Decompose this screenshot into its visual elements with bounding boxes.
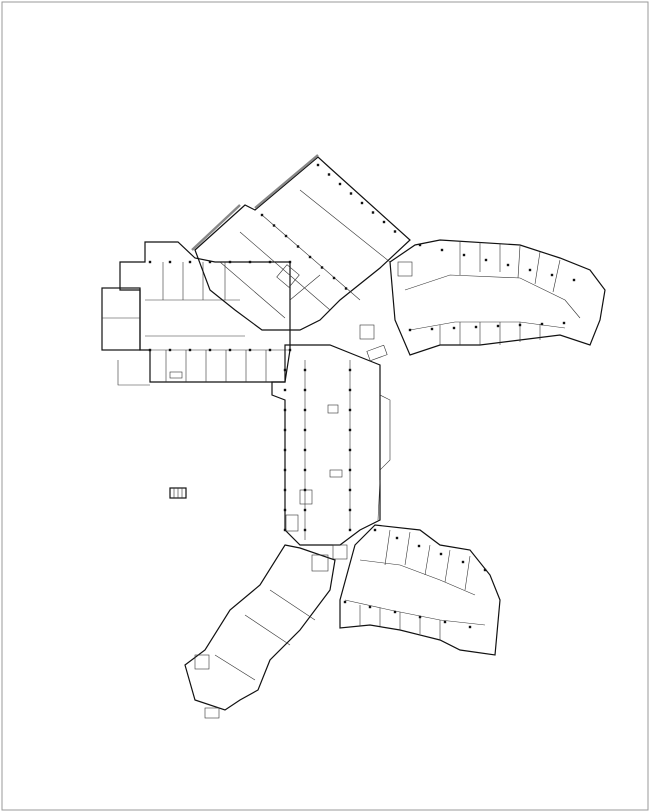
column bbox=[430, 327, 434, 331]
column bbox=[248, 348, 252, 352]
column bbox=[283, 388, 287, 392]
column bbox=[439, 552, 443, 556]
column bbox=[148, 348, 152, 352]
column bbox=[348, 468, 352, 472]
southeast-wing bbox=[332, 524, 501, 656]
column bbox=[373, 528, 377, 532]
column bbox=[348, 448, 352, 452]
column bbox=[474, 325, 478, 329]
column bbox=[283, 468, 287, 472]
column bbox=[338, 182, 342, 186]
column bbox=[348, 408, 352, 412]
column bbox=[332, 276, 336, 280]
column bbox=[371, 211, 375, 214]
column bbox=[327, 173, 331, 176]
column bbox=[308, 255, 312, 259]
column bbox=[268, 260, 272, 264]
column bbox=[284, 234, 288, 238]
column bbox=[418, 615, 422, 619]
column bbox=[443, 620, 447, 624]
column bbox=[303, 468, 307, 472]
column bbox=[272, 224, 276, 227]
column bbox=[348, 388, 352, 392]
column bbox=[348, 428, 352, 432]
column bbox=[528, 268, 532, 272]
stair-block bbox=[169, 487, 187, 499]
column bbox=[283, 408, 287, 412]
column bbox=[228, 348, 232, 352]
column bbox=[296, 245, 300, 248]
column bbox=[440, 248, 444, 252]
column bbox=[208, 348, 212, 352]
column bbox=[283, 508, 287, 512]
column bbox=[540, 322, 544, 326]
column bbox=[360, 201, 364, 205]
northwest-wing bbox=[191, 154, 411, 331]
northeast-wing bbox=[359, 239, 606, 362]
column bbox=[484, 258, 488, 262]
column bbox=[393, 610, 397, 614]
column bbox=[283, 428, 287, 432]
column bbox=[316, 163, 320, 167]
column bbox=[288, 348, 292, 352]
column bbox=[188, 348, 192, 352]
column bbox=[468, 625, 472, 629]
column bbox=[208, 260, 212, 264]
column bbox=[303, 408, 307, 412]
column bbox=[283, 368, 287, 372]
column bbox=[260, 213, 264, 217]
column bbox=[303, 388, 307, 392]
column bbox=[572, 278, 576, 282]
column bbox=[343, 600, 347, 604]
column bbox=[268, 348, 272, 352]
column bbox=[368, 605, 372, 609]
column bbox=[452, 326, 456, 330]
southwest-wing bbox=[184, 544, 336, 719]
column bbox=[248, 260, 252, 264]
column bbox=[348, 488, 352, 492]
west-wing bbox=[101, 241, 291, 386]
column bbox=[303, 448, 307, 452]
column bbox=[417, 544, 421, 548]
column bbox=[283, 448, 287, 452]
column bbox=[303, 528, 307, 532]
column bbox=[303, 428, 307, 432]
column bbox=[562, 321, 566, 325]
column bbox=[408, 328, 412, 332]
column bbox=[303, 488, 307, 492]
column bbox=[168, 348, 172, 352]
column bbox=[382, 220, 386, 224]
column bbox=[395, 536, 399, 540]
columns bbox=[148, 163, 576, 629]
column bbox=[228, 260, 232, 264]
column bbox=[283, 528, 287, 532]
column bbox=[344, 287, 348, 290]
column bbox=[496, 324, 500, 328]
column bbox=[348, 368, 352, 372]
column bbox=[506, 263, 510, 267]
column bbox=[303, 508, 307, 512]
column bbox=[283, 488, 287, 492]
column bbox=[418, 243, 422, 247]
column bbox=[168, 260, 172, 264]
column bbox=[348, 528, 352, 532]
column bbox=[303, 368, 307, 372]
column bbox=[550, 273, 554, 277]
column bbox=[518, 323, 522, 327]
column bbox=[348, 508, 352, 512]
central-hall bbox=[271, 344, 391, 546]
column bbox=[461, 560, 465, 564]
column bbox=[483, 568, 487, 572]
column bbox=[462, 253, 466, 257]
column bbox=[148, 260, 152, 264]
column bbox=[288, 260, 292, 264]
column bbox=[393, 230, 397, 233]
column bbox=[349, 192, 353, 195]
column bbox=[188, 260, 192, 264]
column bbox=[320, 266, 324, 269]
